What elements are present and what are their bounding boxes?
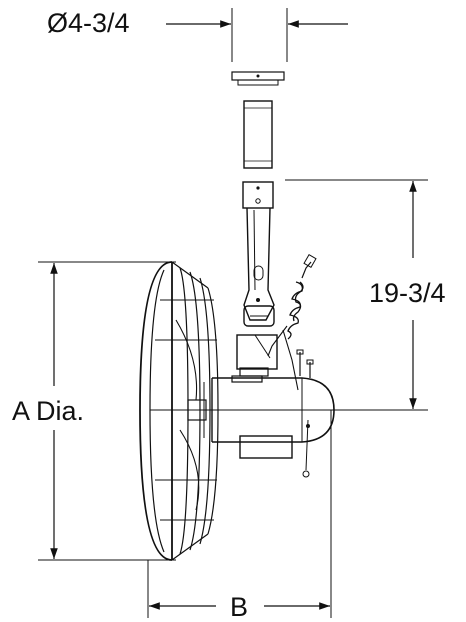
- pipe-diameter-label: Ø4-3/4: [47, 8, 130, 38]
- fan-guard: [139, 261, 219, 561]
- fan-diameter-label: A Dia.: [12, 396, 84, 426]
- ceiling-plate: [231, 71, 285, 86]
- upper-pipe: [243, 100, 273, 169]
- motor-housing: [203, 377, 335, 478]
- drop-height-label: 19-3/4: [369, 278, 446, 308]
- pipe-diameter-dimension: Ø4-3/4: [47, 8, 348, 62]
- fan-diameter-dimension: A Dia.: [12, 261, 176, 561]
- depth-dimension: B: [147, 410, 332, 622]
- drop-height-dimension: 19-3/4: [285, 179, 446, 411]
- power-cord: [267, 253, 317, 391]
- down-rod: [242, 181, 275, 327]
- depth-label: B: [230, 592, 248, 622]
- mount-bracket: [231, 334, 314, 383]
